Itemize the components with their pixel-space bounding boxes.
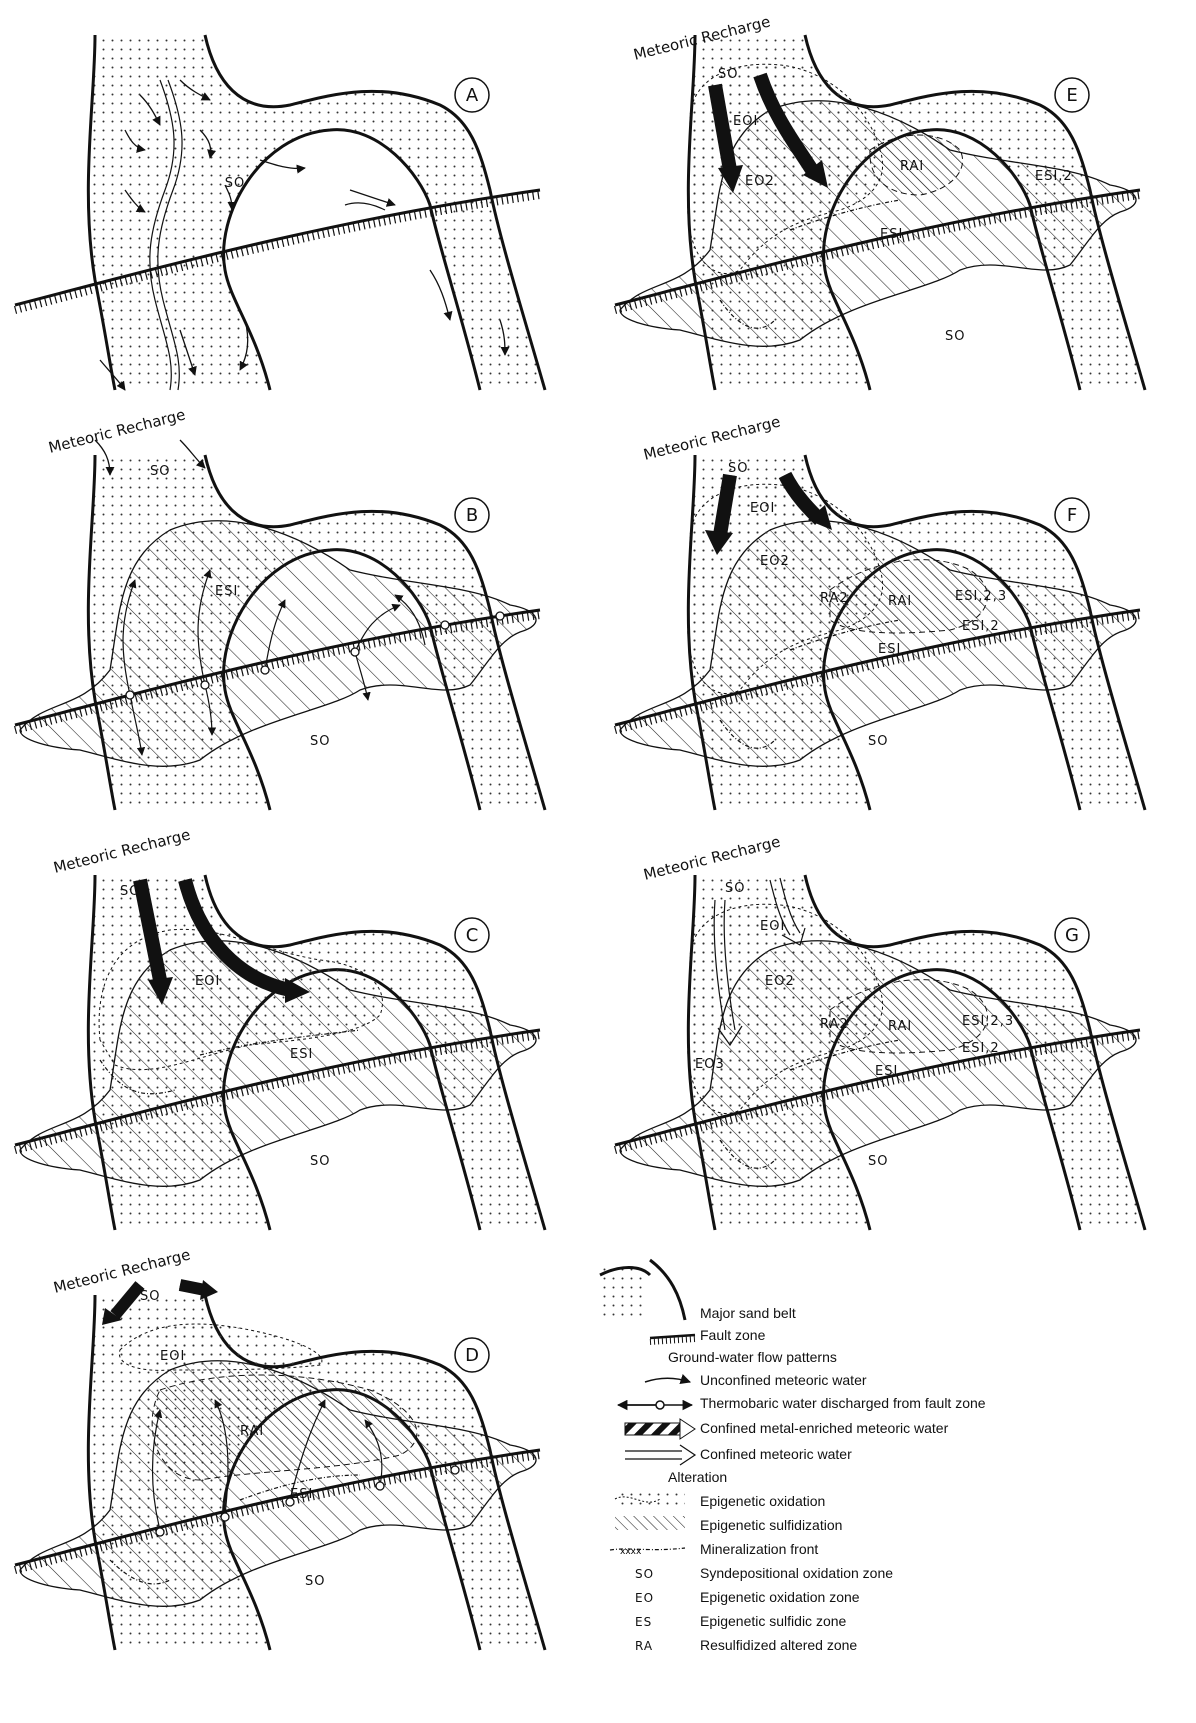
- legend-metal-enriched: Confined metal-enriched meteoric water: [700, 1420, 949, 1436]
- legend-unconfined: Unconfined meteoric water: [700, 1372, 867, 1388]
- zone-label: RA2: [820, 1017, 849, 1032]
- panel-e: Meteoric Recharge E SO EOI EO2 RAI ESI,2…: [615, 12, 1145, 390]
- zone-label: EO2: [745, 174, 775, 189]
- zone-label: ESI,2: [1035, 169, 1073, 184]
- zone-label: SO: [725, 881, 745, 896]
- panel-letter: F: [1067, 505, 1077, 526]
- legend-epi-sulfidization: Epigenetic sulfidization: [700, 1517, 842, 1533]
- mineralization-front-symbol: xxxx: [610, 1547, 685, 1557]
- panel-letter: B: [466, 505, 478, 526]
- zone-label: SO: [150, 464, 170, 479]
- zone-label: EOI: [160, 1349, 185, 1364]
- panel-a: A SO: [15, 35, 545, 390]
- legend-zone-text: Resulfidized altered zone: [700, 1637, 857, 1653]
- zone-label: SO: [868, 1154, 888, 1169]
- legend-zone-text: Epigenetic oxidation zone: [700, 1589, 860, 1605]
- zone-label: RAI: [888, 1019, 912, 1034]
- zone-label: RAI: [240, 1424, 264, 1439]
- epigenetic-sulfidization-symbol: [615, 1516, 685, 1530]
- recharge-label: Meteoric Recharge: [52, 1245, 193, 1296]
- zone-label: ESI,2,3: [962, 1014, 1014, 1029]
- legend-thermobaric: Thermobaric water discharged from fault …: [700, 1395, 986, 1411]
- zone-label: ESI: [215, 584, 238, 599]
- zone-label: EOI: [750, 501, 775, 516]
- panel-letter: D: [465, 1345, 479, 1366]
- panel-g: Meteoric Recharge G SO EOI EO2 RA2 RAI E…: [615, 832, 1145, 1230]
- zone-label: ESI: [290, 1047, 313, 1062]
- zone-label: SO: [310, 1154, 330, 1169]
- zone-label: SO: [120, 884, 140, 899]
- panel-letter: E: [1066, 85, 1077, 106]
- zone-label: EOI: [733, 114, 758, 129]
- legend-confined: Confined meteoric water: [700, 1446, 852, 1462]
- legend-abbr: SO: [635, 1567, 654, 1581]
- zone-label: EOI: [195, 974, 220, 989]
- legend: Major sand belt Fault zone Ground-water …: [600, 1260, 986, 1653]
- panel-f: Meteoric Recharge F SO EOI EO2 RA2 RAI E…: [615, 412, 1145, 810]
- zone-label: ESI,2: [962, 1041, 1000, 1056]
- legend-abbr: EO: [635, 1591, 654, 1605]
- legend-fault-zone: Fault zone: [700, 1327, 766, 1343]
- legend-abbr: ES: [635, 1615, 652, 1629]
- legend-zone-text: Syndepositional oxidation zone: [700, 1565, 893, 1581]
- unconfined-arrow-symbol: [645, 1378, 690, 1382]
- zone-label: RAI: [888, 594, 912, 609]
- fault-zone-symbol: [650, 1335, 695, 1342]
- zone-label: EO2: [760, 554, 790, 569]
- legend-flow-heading: Ground-water flow patterns: [668, 1349, 837, 1365]
- zone-label: ESI: [880, 227, 903, 242]
- legend-epi-oxidation: Epigenetic oxidation: [700, 1493, 825, 1509]
- thermobaric-arrow-symbol: [618, 1401, 692, 1409]
- legend-sand-belt: Major sand belt: [700, 1305, 796, 1321]
- zone-label: SO: [140, 1289, 160, 1304]
- zone-label: SO: [718, 67, 738, 82]
- panel-b: Meteoric Recharge B SO ESI SO: [15, 405, 545, 810]
- zone-label: SO: [945, 329, 965, 344]
- zone-label: ESI: [878, 642, 901, 657]
- metal-enriched-arrow-symbol: [625, 1419, 695, 1439]
- zone-label: RAI: [900, 159, 924, 174]
- confined-arrow-symbol: [625, 1445, 695, 1465]
- zone-label: EO3: [695, 1057, 725, 1072]
- svg-text:xxxx: xxxx: [620, 1547, 642, 1557]
- legend-abbr: RA: [635, 1639, 653, 1653]
- legend-alteration-heading: Alteration: [668, 1469, 727, 1485]
- zone-label: SO: [728, 461, 748, 476]
- epigenetic-oxidation-symbol: [615, 1492, 685, 1506]
- recharge-label: Meteoric Recharge: [52, 825, 193, 876]
- sand-belt-symbol: [600, 1260, 685, 1320]
- panel-d: Meteoric Recharge D SO EOI RAI ESI SO: [15, 1245, 545, 1650]
- zone-label: EOI: [760, 919, 785, 934]
- zone-label: SO: [310, 734, 330, 749]
- zone-label: ESI,2: [962, 619, 1000, 634]
- legend-min-front: Mineralization front: [700, 1541, 818, 1557]
- zone-label: SO: [225, 176, 245, 191]
- zone-label: EO2: [765, 974, 795, 989]
- zone-label: RA2: [820, 591, 849, 606]
- zone-abbreviations: SO Syndepositional oxidation zone EO Epi…: [635, 1565, 893, 1653]
- zone-label: ESI: [875, 1064, 898, 1079]
- panel-letter: A: [466, 85, 479, 106]
- panel-c: Meteoric Recharge C SO EOI ESI SO: [15, 825, 545, 1230]
- panel-letter: G: [1065, 925, 1079, 946]
- zone-label: SO: [868, 734, 888, 749]
- zone-label: ESI: [290, 1487, 313, 1502]
- legend-zone-text: Epigenetic sulfidic zone: [700, 1613, 847, 1629]
- zone-label: SO: [305, 1574, 325, 1589]
- panel-letter: C: [466, 925, 479, 946]
- zone-label: ESI,2,3: [955, 589, 1007, 604]
- recharge-label: Meteoric Recharge: [47, 405, 188, 456]
